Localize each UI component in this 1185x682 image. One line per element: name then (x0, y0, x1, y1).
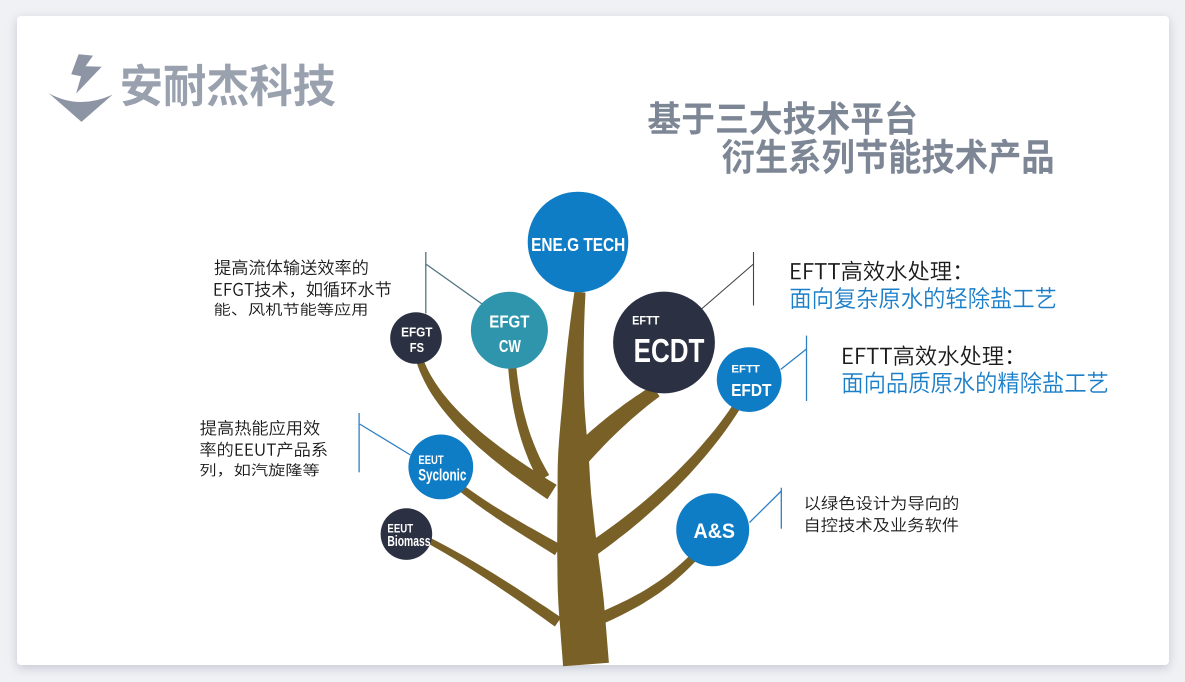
svg-text:EEUT: EEUT (387, 523, 413, 536)
svg-text:Biomass: Biomass (387, 533, 430, 550)
svg-text:FS: FS (410, 341, 424, 355)
svg-text:A&S: A&S (694, 519, 736, 543)
svg-text:EFTT: EFTT (731, 363, 760, 375)
svg-text:EFGT: EFGT (489, 311, 530, 331)
svg-text:Syclonic: Syclonic (418, 466, 466, 484)
svg-text:EFTT: EFTT (632, 315, 659, 328)
svg-text:CW: CW (499, 336, 522, 356)
svg-text:ECDT: ECDT (634, 333, 705, 370)
svg-text:EFGT: EFGT (401, 326, 433, 340)
svg-text:ENE.G TECH: ENE.G TECH (531, 235, 625, 255)
svg-text:EEUT: EEUT (418, 454, 443, 467)
svg-text:EFDT: EFDT (731, 380, 772, 400)
